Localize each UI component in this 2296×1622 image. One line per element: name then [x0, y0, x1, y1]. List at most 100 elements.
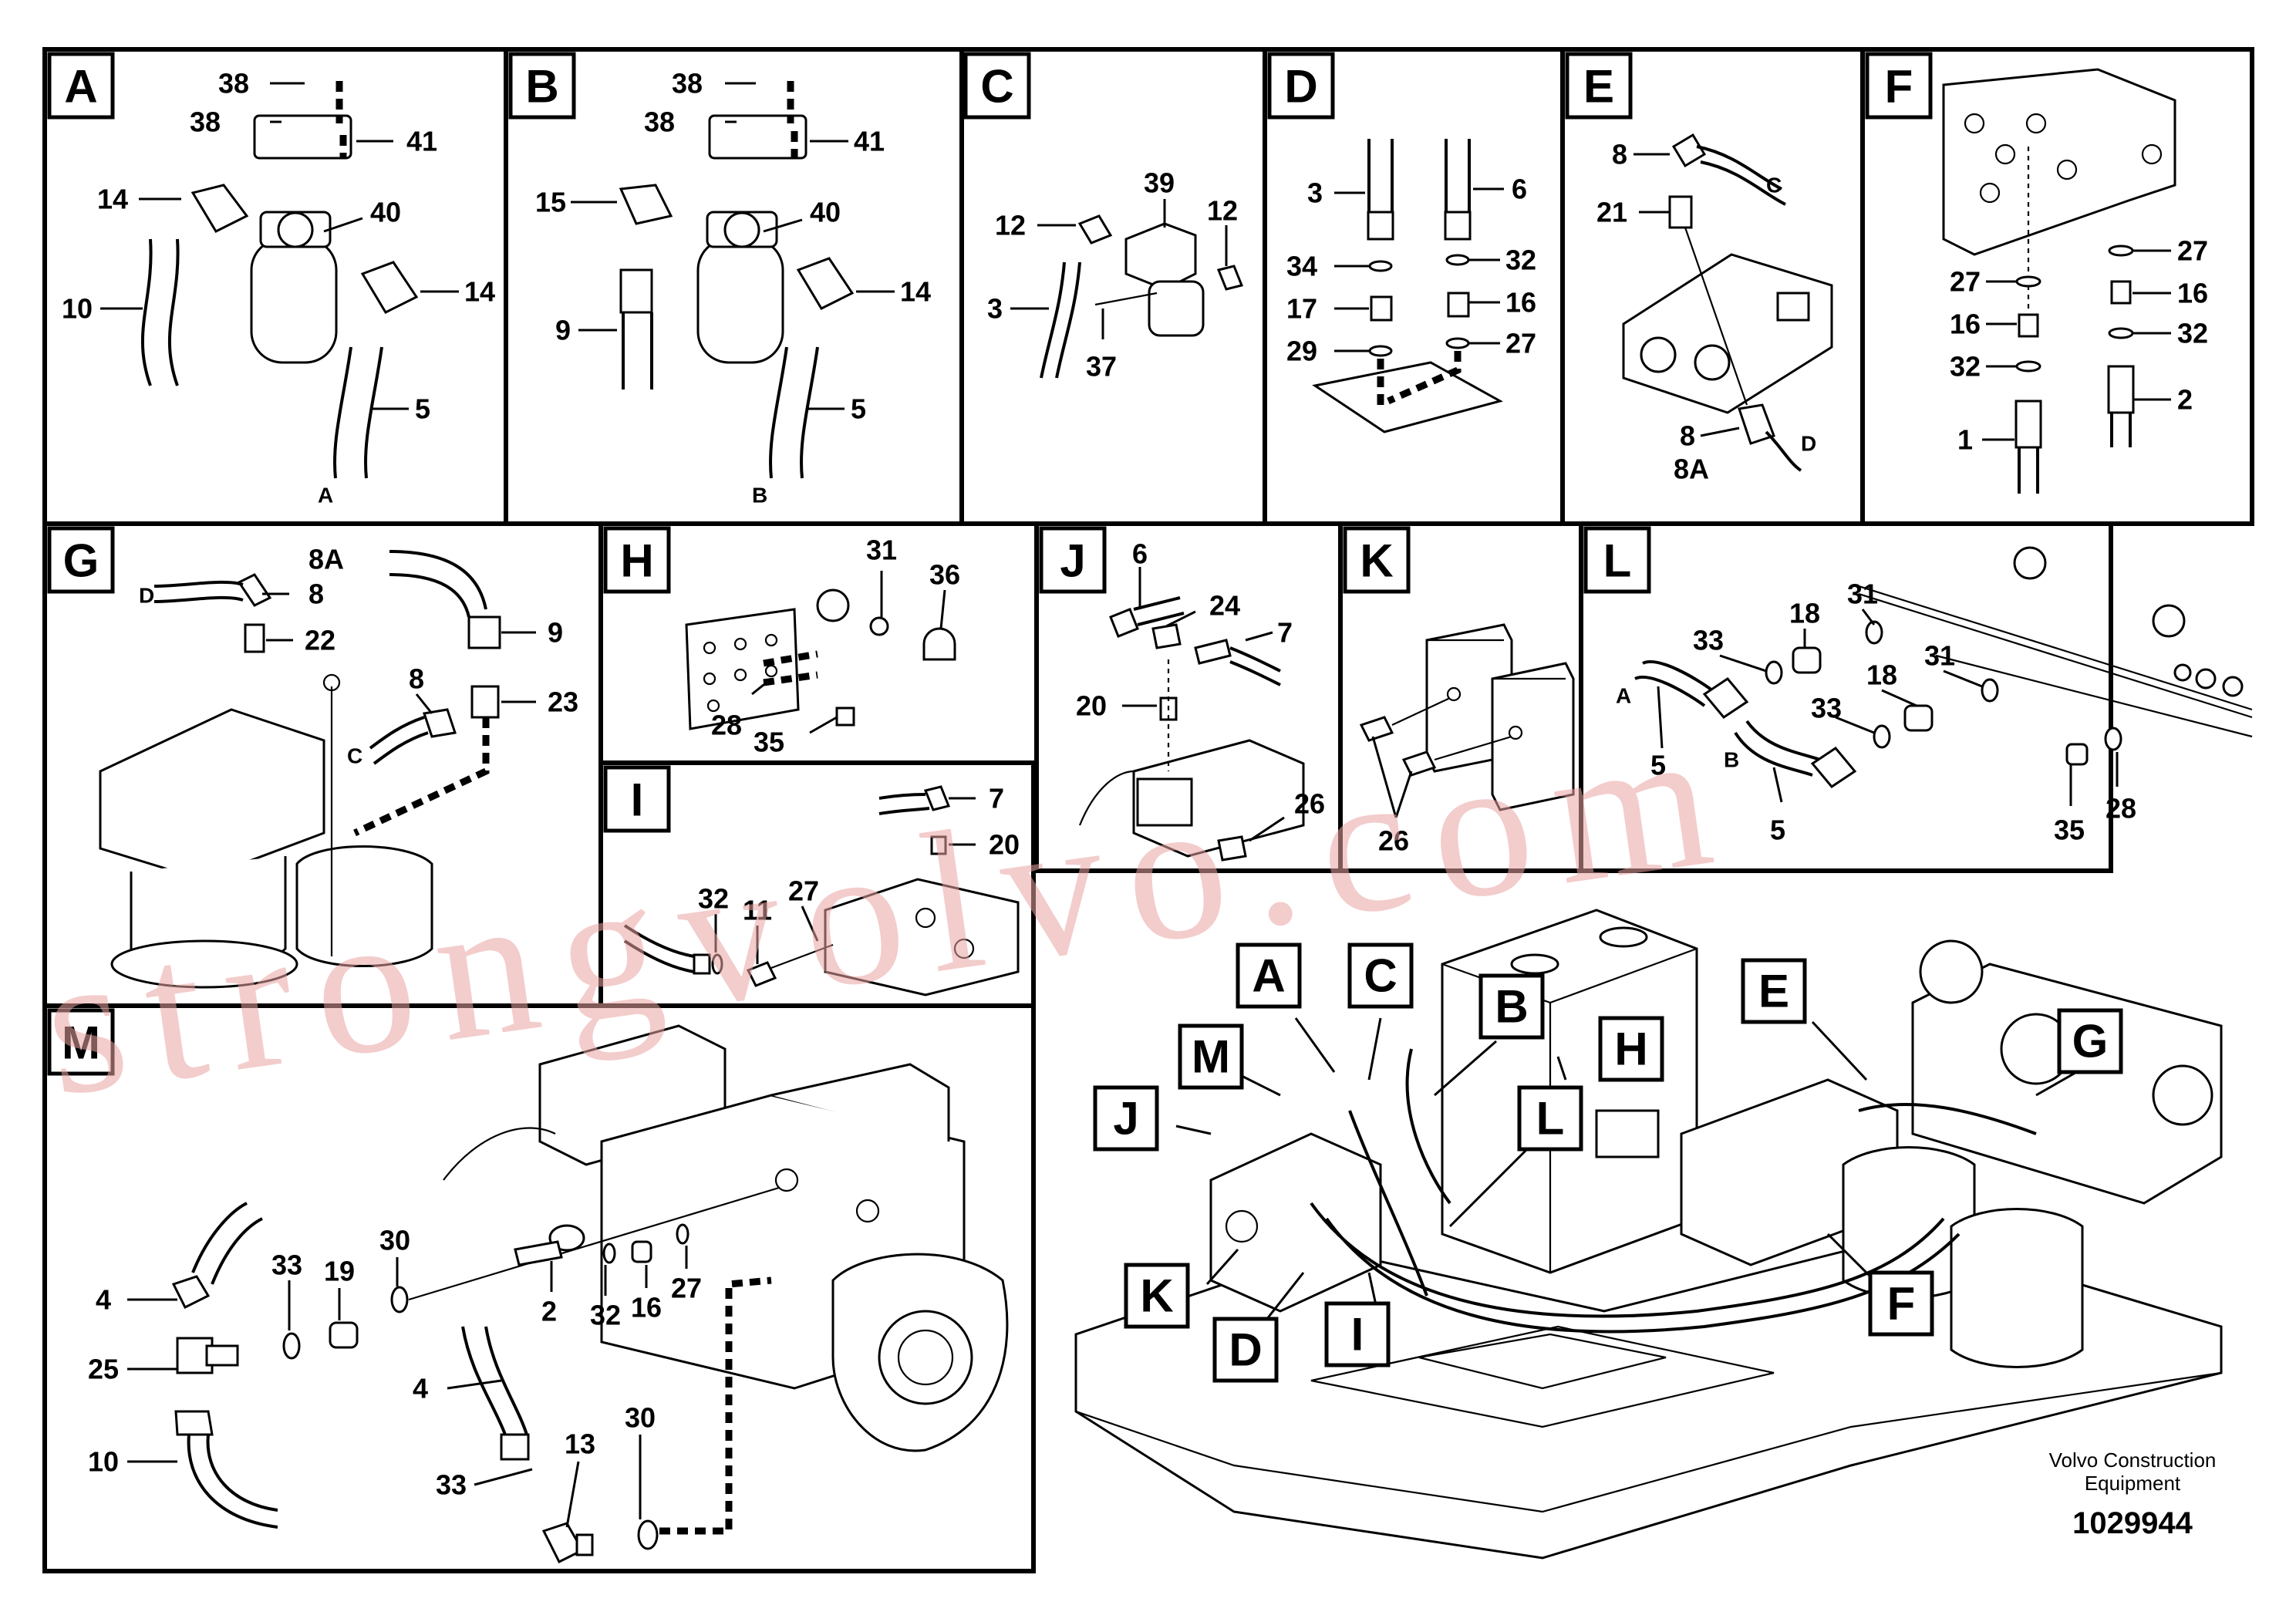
callout: 31 [1847, 578, 1878, 610]
callout: 27 [2177, 235, 2208, 267]
company-name-line2: Equipment [2085, 1472, 2181, 1495]
callout: 5 [415, 393, 430, 425]
hose-end-label: C [1766, 174, 1782, 197]
drawing-number: 1029944 [2072, 1506, 2193, 1540]
callout: 40 [810, 197, 841, 228]
hose-end-label: D [139, 584, 154, 608]
callout: 38 [644, 106, 675, 138]
panel-borders [42, 47, 2254, 1573]
panel-label-g: G [63, 535, 99, 587]
callout: 8A [1674, 454, 1709, 485]
callout: 26 [1294, 788, 1325, 820]
overview-tag-h: H [1614, 1023, 1647, 1075]
callout: 33 [271, 1249, 302, 1281]
callout: 18 [1789, 598, 1820, 629]
panel-label-j: J [1060, 535, 1085, 587]
callout: 9 [555, 315, 571, 346]
callout: 3 [1307, 177, 1323, 209]
callout: 2 [2177, 384, 2193, 416]
callout: 13 [565, 1428, 595, 1460]
overview-tag-e: E [1758, 966, 1789, 1017]
callout: 7 [989, 783, 1004, 814]
callout: 33 [1811, 693, 1842, 724]
callout: 5 [851, 393, 866, 425]
overview-tag-l: L [1536, 1093, 1565, 1145]
hose-end-label: B [1724, 748, 1739, 772]
panel-label-a: A [64, 61, 97, 113]
overview-tag-j: J [1113, 1093, 1138, 1145]
callout: 2 [541, 1296, 557, 1327]
callout: 24 [1209, 590, 1240, 622]
callout: 31 [866, 534, 897, 566]
panel-label-c: C [980, 61, 1013, 113]
callout: 27 [1950, 266, 1981, 298]
callout: 3 [987, 293, 1003, 325]
callout: 38 [190, 106, 221, 138]
callout: 31 [1924, 640, 1955, 672]
panel-label-d: D [1284, 61, 1317, 113]
callout: 18 [1866, 659, 1897, 691]
callout: 11 [743, 895, 772, 926]
overview-tag-m: M [1192, 1031, 1230, 1083]
panel-label-b: B [525, 61, 558, 113]
hose-end-label: D [1801, 432, 1816, 456]
panel-a: A 38 38 41 14 40 14 10 5 A [47, 52, 495, 508]
callout: 23 [548, 686, 578, 718]
callout: 32 [590, 1300, 621, 1331]
panel-g: G 8A 8 9 22 8 23 D C [47, 526, 578, 989]
hose-end-label: A [1616, 684, 1631, 708]
callout: 16 [1505, 287, 1536, 319]
callout: 19 [324, 1256, 355, 1287]
callout: 29 [1286, 336, 1317, 367]
callout: 28 [711, 710, 742, 741]
callout: 8 [1612, 139, 1627, 170]
panel-m: M [47, 1008, 1009, 1564]
callout: 17 [1286, 293, 1317, 325]
panel-label-k: K [1360, 535, 1393, 587]
hose-end-label: B [752, 484, 767, 508]
title-block: Volvo Construction Equipment 1029944 [2049, 1448, 2217, 1540]
panel-label-l: L [1603, 535, 1632, 587]
callout: 32 [698, 883, 729, 915]
overview-tags: A C B H M J L K D I E G F [1093, 943, 2123, 1383]
callout: 7 [1277, 617, 1293, 649]
overview-tag-c: C [1364, 950, 1397, 1002]
panel-h: H 31 36 28 35 [603, 526, 960, 758]
panel-label-h: H [620, 535, 653, 587]
callout: 41 [406, 126, 437, 157]
panel-k: K 26 [1343, 526, 1575, 857]
callout: 38 [218, 68, 249, 99]
mid-row-frame [1034, 521, 2113, 873]
panel-d: D 3 6 34 32 17 16 29 27 [1267, 52, 1536, 433]
callout: 36 [929, 559, 960, 591]
callout: 6 [1132, 538, 1148, 570]
callout: 4 [96, 1284, 111, 1316]
panel-label-f: F [1885, 61, 1913, 113]
callout: 37 [1086, 351, 1117, 383]
callout: 8 [409, 663, 424, 695]
overview-tag-g: G [2072, 1016, 2109, 1067]
callout: 10 [62, 293, 93, 325]
panel-j: J 6 24 7 20 26 [1039, 526, 1325, 862]
overview-tag-f: F [1887, 1278, 1916, 1330]
callout: 15 [535, 187, 566, 218]
callout: 39 [1144, 167, 1175, 199]
callout: 25 [88, 1354, 119, 1385]
callout: 38 [672, 68, 703, 99]
callout: 1 [1957, 424, 1973, 456]
callout: 27 [788, 875, 819, 907]
callout: 34 [1286, 251, 1317, 282]
callout: 28 [2106, 793, 2136, 824]
callout: 20 [989, 829, 1020, 861]
callout: 8 [1680, 420, 1695, 452]
callout: 6 [1512, 174, 1527, 205]
panel-label-e: E [1583, 61, 1614, 113]
panel-c: C 39 12 12 3 37 [963, 52, 1244, 383]
callout: 8 [308, 578, 324, 610]
overview-tag-i: I [1351, 1309, 1364, 1361]
callout: 32 [2177, 318, 2208, 349]
callout: 33 [1693, 625, 1724, 656]
callout: 16 [2177, 278, 2208, 309]
panel-m-frame [42, 1003, 1036, 1573]
